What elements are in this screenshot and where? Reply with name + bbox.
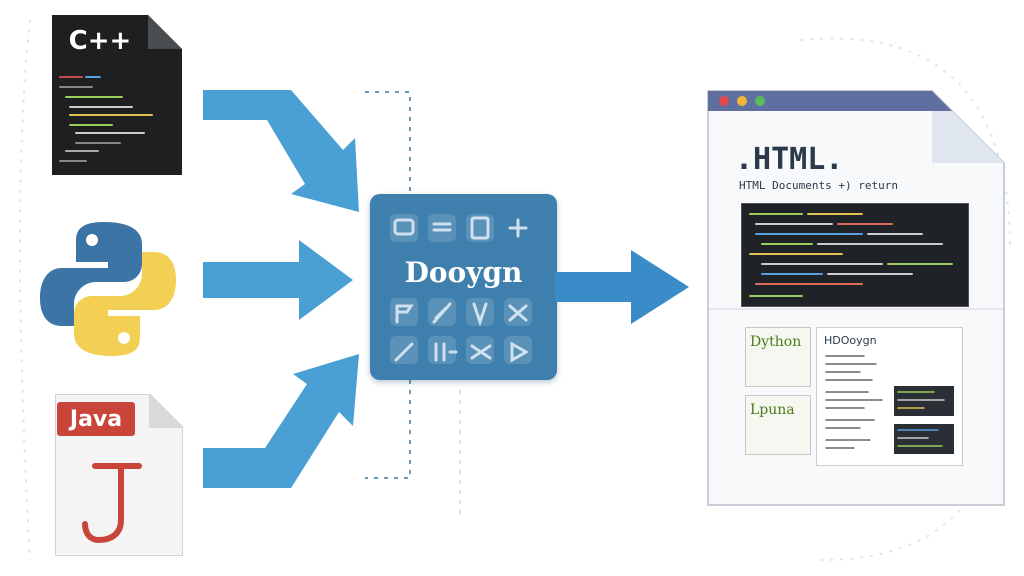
arrow-from-java xyxy=(203,354,359,488)
html-subtitle: HTML Documents +) return xyxy=(739,179,898,192)
play-icon xyxy=(504,336,532,364)
hub-glyphs xyxy=(393,216,530,363)
window-minimize-icon xyxy=(737,96,747,106)
python-doc-card: Dython xyxy=(745,327,811,387)
connector-bottom xyxy=(365,380,411,479)
connector-top xyxy=(365,91,411,195)
pause-icon xyxy=(428,336,456,364)
java-label: Java xyxy=(69,407,123,432)
window-maximize-icon xyxy=(755,96,765,106)
java-file-icon xyxy=(55,394,183,556)
cpp-label: C++ xyxy=(68,26,132,56)
python-logo-icon xyxy=(40,222,176,356)
panel-title: HDOoygn xyxy=(824,334,877,347)
second-doc-label: Lpuna xyxy=(750,402,795,418)
cpp-file-icon xyxy=(52,15,182,175)
html-title: .HTML. xyxy=(735,142,844,177)
hub-title: Dooygn xyxy=(404,256,523,289)
input-arrows xyxy=(203,90,359,488)
html-code-block xyxy=(741,203,969,307)
conversion-hub xyxy=(370,194,557,380)
second-doc-card: Lpuna xyxy=(745,395,811,455)
list-icon xyxy=(428,214,456,242)
panel-content xyxy=(825,355,954,454)
arrow-from-python xyxy=(203,240,353,320)
arrow-to-html xyxy=(555,250,689,324)
window-close-icon xyxy=(719,96,729,106)
python-doc-label: Dython xyxy=(750,334,802,350)
arrow-from-cpp xyxy=(203,90,359,212)
